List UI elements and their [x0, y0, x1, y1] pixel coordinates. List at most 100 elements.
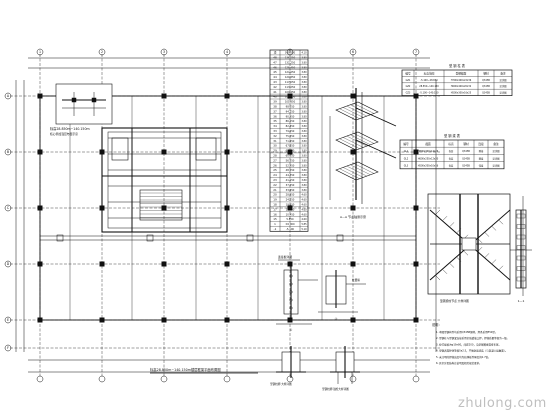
schedule-floor-no: 23 [273, 178, 277, 182]
schedule-frame [269, 49, 309, 232]
table-header: 编号 [405, 71, 411, 75]
schedule-floor-no: 17 [273, 207, 277, 211]
schedule-height: 3.80 [301, 110, 307, 113]
axis-bubble [349, 48, 357, 56]
table-header: 型钢截面 [456, 71, 467, 75]
steel-column [413, 205, 419, 211]
axis-label: 7 [415, 50, 417, 54]
section-stud [516, 255, 526, 261]
table-cell: 刚接 [479, 156, 484, 160]
schedule-height: 3.80 [301, 91, 307, 94]
elevator-shaft [195, 137, 217, 161]
table-cell: H500x200x10x16 [418, 164, 439, 167]
steel-column [413, 93, 419, 99]
stair-core [139, 189, 183, 221]
iso-brace [355, 107, 397, 127]
section-caption: 1—1 [518, 299, 525, 303]
table-cell: H800x300x14x26 [418, 150, 439, 153]
node-stud [477, 238, 483, 243]
schedule-floor-no: 22 [273, 183, 277, 187]
node-stud [456, 228, 462, 233]
node-stud [435, 209, 441, 215]
axis-bubble [98, 48, 106, 56]
steel-column [413, 317, 419, 323]
schedule-floor-no: 36 [273, 114, 277, 118]
bolt-hole [289, 282, 293, 286]
schedule-height: 3.80 [301, 71, 307, 74]
table-cell: 铰接 [479, 163, 484, 167]
schedule-floor-no: 45 [273, 70, 277, 74]
axis-bubble [4, 204, 12, 212]
schedule-floor-no: -1 [274, 227, 277, 231]
steel-column [350, 317, 356, 323]
schedule-elevation: 140.150 [285, 51, 296, 55]
table-cell: 各层 [449, 149, 454, 153]
schedule-elevation: 117.050 [285, 80, 296, 84]
node-stud [498, 265, 504, 270]
schedule-elevation: 52.450 [286, 163, 295, 167]
table-cell: 见详图 [493, 149, 501, 153]
schedule-height: 3.80 [301, 155, 307, 158]
schedule-elevation: 56.250 [286, 158, 295, 162]
table-cell: 刚接 [479, 149, 484, 153]
schedule-floor-no: 31 [273, 139, 277, 143]
node-stud [484, 232, 490, 237]
schedule-floor-no: 37 [273, 109, 277, 113]
schedule-height: 3.80 [301, 145, 307, 148]
section-stud [516, 276, 526, 282]
schedule-floor-no: 35 [273, 119, 277, 123]
schedule-height: 3.80 [301, 125, 307, 128]
axis-bubble [4, 316, 12, 324]
table-cell: H700x400x22x36 [451, 79, 472, 82]
steel-column [413, 261, 419, 267]
steel-column [37, 317, 43, 323]
detail-2-caption: ② [335, 317, 338, 321]
axis-label: 5 [289, 50, 291, 54]
schedule-elevation: 82.850 [286, 124, 295, 128]
schedule-elevation: 63.850 [286, 149, 295, 153]
core-inner [107, 131, 222, 229]
table-cell: GL2 [404, 157, 409, 160]
steel-column [161, 261, 167, 267]
table-cell: Q345B [482, 79, 490, 82]
schedule-elevation: 75.250 [286, 134, 295, 138]
node-stud [484, 253, 490, 258]
iso-plate [335, 161, 379, 181]
core-outline [101, 127, 228, 233]
schedule-elevation: 44.850 [286, 173, 295, 177]
schedule-height: 4.60 [301, 218, 307, 221]
node-caption: 型钢梁柱节点 大样详图 [440, 299, 469, 303]
beam-column-node-detail: 型钢梁柱节点 大样详图 [427, 193, 511, 303]
bolt-hole [289, 274, 293, 278]
schedule-elevation: 67.650 [286, 144, 295, 148]
axis-bubble [412, 375, 420, 383]
axis-label: 4 [226, 50, 228, 54]
schedule-floor-no: 34 [273, 124, 277, 128]
axis-label: B [7, 150, 9, 154]
isometric-node-sketch: A—A 节点轴测示意 [329, 88, 397, 219]
section-stud [516, 224, 526, 229]
elevator-shaft [111, 137, 129, 161]
axis-label: 2 [101, 50, 103, 54]
detail-1-title: 连接板详图 [278, 255, 292, 259]
schedule-height: 3.80 [301, 174, 307, 177]
table-cell: H500x300x16x25 [451, 92, 472, 95]
schedule-height: 3.80 [301, 101, 307, 104]
schedule-height: 3.80 [301, 115, 307, 118]
schedule-elevation: 90.450 [286, 114, 295, 118]
axis-label: F [7, 346, 9, 350]
table-cell: 见详图 [500, 78, 508, 82]
steel-column [287, 149, 293, 155]
section-mark [336, 234, 344, 242]
schedule-elevation: 15.050 [286, 207, 295, 211]
axis-bubble [223, 375, 231, 383]
schedule-floor-no: 32 [273, 134, 277, 138]
iso-hatch [343, 137, 364, 148]
note-line: 4. 型钢表面除锈等级Sa2.5，不做防腐涂装（与混凝土接触面）。 [436, 349, 508, 353]
node-stud [449, 222, 455, 227]
note-line: 5. 未注明的焊缝高度均为较薄板件厚度的0.7倍。 [436, 355, 491, 359]
